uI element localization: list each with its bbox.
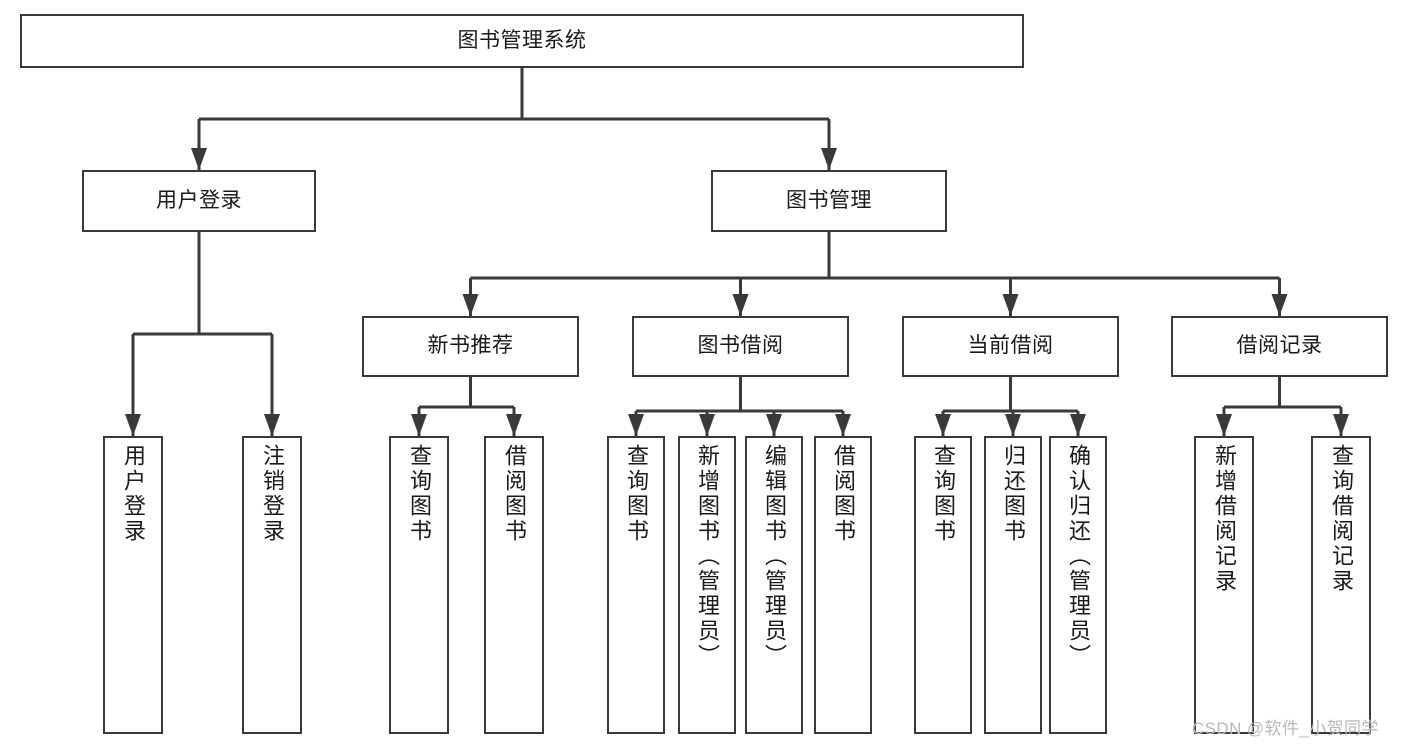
arrowhead-icon xyxy=(1005,414,1021,436)
arrowhead-icon xyxy=(1333,414,1349,436)
node-label: 查询图书 xyxy=(624,444,649,544)
arrowhead-icon xyxy=(699,414,715,436)
node-label: 注销登录 xyxy=(260,444,285,544)
node-label: 当前借阅 xyxy=(967,334,1054,358)
node-label: 查询图书 xyxy=(931,444,956,544)
watermark: CSDN @软件_小贺同学 xyxy=(1192,719,1379,738)
node-leaf_12[interactable]: 新增借阅记录 xyxy=(1194,436,1254,734)
node-label: 归还图书 xyxy=(1001,444,1026,544)
node-leaf_10[interactable]: 归还图书 xyxy=(984,436,1042,734)
node-leaf_3[interactable]: 查询图书 xyxy=(389,436,449,734)
node-label: 新书推荐 xyxy=(427,334,514,358)
arrowhead-icon xyxy=(935,414,951,436)
arrowhead-icon xyxy=(821,148,837,170)
arrowhead-icon xyxy=(766,414,782,436)
node-leaf_4[interactable]: 借阅图书 xyxy=(484,436,544,734)
node-label: 新增图书（管理员） xyxy=(695,444,720,669)
node-leaf_6[interactable]: 新增图书（管理员） xyxy=(678,436,736,734)
arrowhead-icon xyxy=(628,414,644,436)
node-leaf_1[interactable]: 用户登录 xyxy=(103,436,163,734)
arrowhead-icon xyxy=(732,294,749,316)
node-label: 确认归还（管理员） xyxy=(1066,444,1091,669)
node-l3_1[interactable]: 新书推荐 xyxy=(362,316,579,377)
arrowhead-icon xyxy=(264,414,280,436)
node-root[interactable]: 图书管理系统 xyxy=(20,14,1024,68)
node-l2_2[interactable]: 图书管理 xyxy=(711,170,947,232)
node-l3_2[interactable]: 图书借阅 xyxy=(632,316,849,377)
node-label: 借阅记录 xyxy=(1236,334,1323,358)
arrowhead-icon xyxy=(191,148,207,170)
arrowhead-icon xyxy=(835,414,851,436)
node-label: 图书管理系统 xyxy=(457,28,587,52)
node-label: 图书管理 xyxy=(786,188,872,212)
node-leaf_9[interactable]: 查询图书 xyxy=(914,436,972,734)
node-label: 借阅图书 xyxy=(831,444,856,544)
node-l2_1[interactable]: 用户登录 xyxy=(82,170,316,232)
node-leaf_11[interactable]: 确认归还（管理员） xyxy=(1049,436,1107,734)
arrowhead-icon xyxy=(1216,414,1232,436)
node-label: 用户登录 xyxy=(156,188,242,212)
node-leaf_5[interactable]: 查询图书 xyxy=(607,436,665,734)
arrowhead-icon xyxy=(125,414,141,436)
node-label: 查询图书 xyxy=(407,444,432,544)
node-label: 查询借阅记录 xyxy=(1329,444,1354,594)
node-label: 编辑图书（管理员） xyxy=(762,444,787,669)
arrowhead-icon xyxy=(1271,294,1288,316)
arrowhead-icon xyxy=(506,414,522,436)
node-label: 图书借阅 xyxy=(697,334,784,358)
node-leaf_2[interactable]: 注销登录 xyxy=(242,436,302,734)
arrowhead-icon xyxy=(411,414,427,436)
node-leaf_7[interactable]: 编辑图书（管理员） xyxy=(745,436,803,734)
node-l3_4[interactable]: 借阅记录 xyxy=(1171,316,1388,377)
arrowhead-icon xyxy=(462,294,479,316)
node-label: 借阅图书 xyxy=(502,444,527,544)
node-leaf_13[interactable]: 查询借阅记录 xyxy=(1311,436,1371,734)
node-label: 新增借阅记录 xyxy=(1212,444,1237,594)
arrowhead-icon xyxy=(1070,414,1086,436)
arrowhead-icon xyxy=(1002,294,1019,316)
node-leaf_8[interactable]: 借阅图书 xyxy=(814,436,872,734)
node-label: 用户登录 xyxy=(121,444,146,544)
node-l3_3[interactable]: 当前借阅 xyxy=(902,316,1119,377)
